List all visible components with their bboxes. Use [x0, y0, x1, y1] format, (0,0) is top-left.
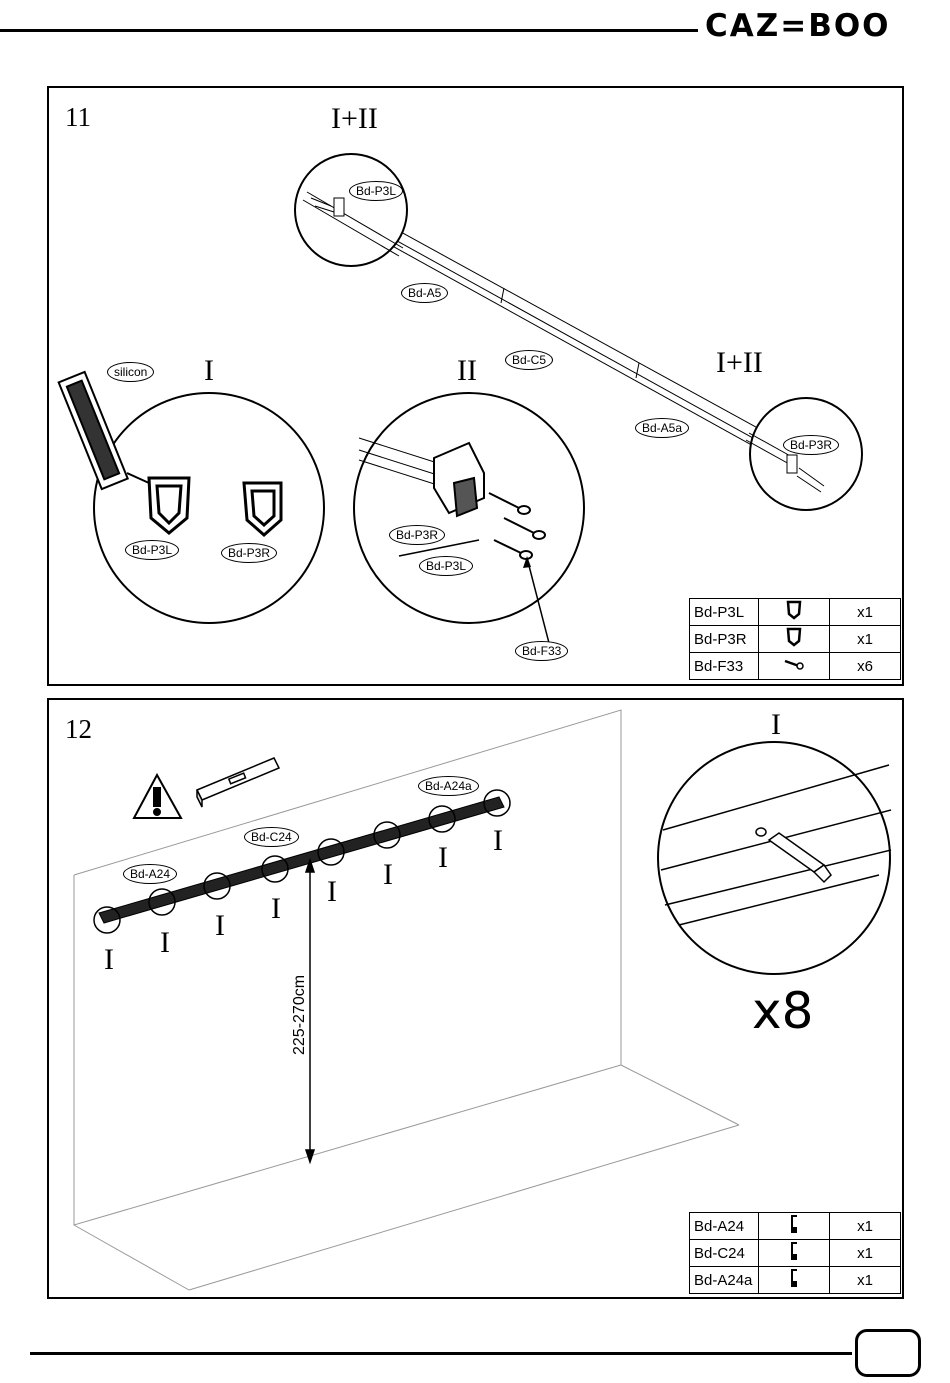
rail-profile-icon [759, 1240, 830, 1267]
header-rule [0, 29, 698, 32]
screw-icon [759, 653, 830, 680]
roman-mark: I [160, 926, 170, 960]
part-qty: x1 [830, 626, 901, 653]
table-row: Bd-F33 x6 [690, 653, 901, 680]
label-silicon: silicon [107, 362, 154, 382]
table-row: Bd-P3R x1 [690, 626, 901, 653]
label-a5a: Bd-A5a [635, 418, 689, 438]
step-number: 12 [65, 714, 92, 745]
roman-mark: I [438, 841, 448, 875]
step-11-panel: 11 I+II I+II I II silicon Bd-P3L Bd-A5 B… [47, 86, 904, 686]
part-qty: x1 [830, 1213, 901, 1240]
warning-icon [134, 775, 181, 818]
room-wall [74, 710, 739, 1290]
label-c5: Bd-C5 [505, 350, 553, 370]
label-p3l-left: Bd-P3L [125, 540, 179, 560]
parts-table-step-11: Bd-P3L x1 Bd-P3R x1 Bd-F33 x6 [689, 598, 901, 680]
spirit-level-icon [197, 758, 279, 807]
multiplier-label: x8 [752, 982, 813, 1040]
detail-circle-top [295, 154, 407, 266]
part-qty: x1 [830, 1267, 901, 1294]
label-a24: Bd-A24 [123, 864, 177, 884]
part-code: Bd-F33 [690, 653, 759, 680]
rail-profile-icon [759, 1267, 830, 1294]
step-12-panel: 12 I I I I I I I I I Bd-A24 Bd-C24 Bd-A2… [47, 698, 904, 1299]
roman-mark: I [271, 892, 281, 926]
label-c24: Bd-C24 [244, 827, 299, 847]
label-p3r-right: Bd-P3R [783, 435, 839, 455]
part-qty: x6 [830, 653, 901, 680]
part-code: Bd-A24a [690, 1267, 759, 1294]
rail-profile-icon [759, 1213, 830, 1240]
roman-label-mid: II [457, 354, 477, 388]
part-qty: x1 [830, 599, 901, 626]
table-row: Bd-P3L x1 [690, 599, 901, 626]
label-p3r-left: Bd-P3R [221, 543, 277, 563]
label-f33: Bd-F33 [515, 641, 568, 661]
footer-rule [30, 1352, 852, 1355]
table-row: Bd-A24 x1 [690, 1213, 901, 1240]
left-bracket-icon [759, 599, 830, 626]
roman-label-top: I+II [331, 102, 378, 136]
step-number: 11 [65, 102, 91, 133]
height-dimension-label: 225-270cm [291, 975, 309, 1055]
roman-mark: I [493, 824, 503, 858]
right-bracket-icon [759, 626, 830, 653]
roman-label-left: I [204, 354, 214, 388]
roman-mark: I [327, 875, 337, 909]
table-row: Bd-C24 x1 [690, 1240, 901, 1267]
label-p3l-top: Bd-P3L [349, 181, 403, 201]
roman-label-detail: I [771, 708, 781, 742]
table-row: Bd-A24a x1 [690, 1267, 901, 1294]
label-a24a: Bd-A24a [418, 776, 479, 796]
part-code: Bd-C24 [690, 1240, 759, 1267]
part-code: Bd-P3R [690, 626, 759, 653]
part-code: Bd-P3L [690, 599, 759, 626]
label-a5: Bd-A5 [401, 283, 448, 303]
brand-logo: CAZ=BOO [705, 8, 891, 44]
roman-mark: I [104, 943, 114, 977]
roman-label-right: I+II [716, 346, 763, 380]
part-code: Bd-A24 [690, 1213, 759, 1240]
detail-circle-I [94, 393, 324, 623]
page-number-box [855, 1329, 921, 1377]
roman-mark: I [215, 909, 225, 943]
part-qty: x1 [830, 1240, 901, 1267]
roman-mark: I [383, 858, 393, 892]
label-p3r-mid: Bd-P3R [389, 525, 445, 545]
parts-table-step-12: Bd-A24 x1 Bd-C24 x1 Bd-A24a x1 [689, 1212, 901, 1294]
label-p3l-mid: Bd-P3L [419, 556, 473, 576]
